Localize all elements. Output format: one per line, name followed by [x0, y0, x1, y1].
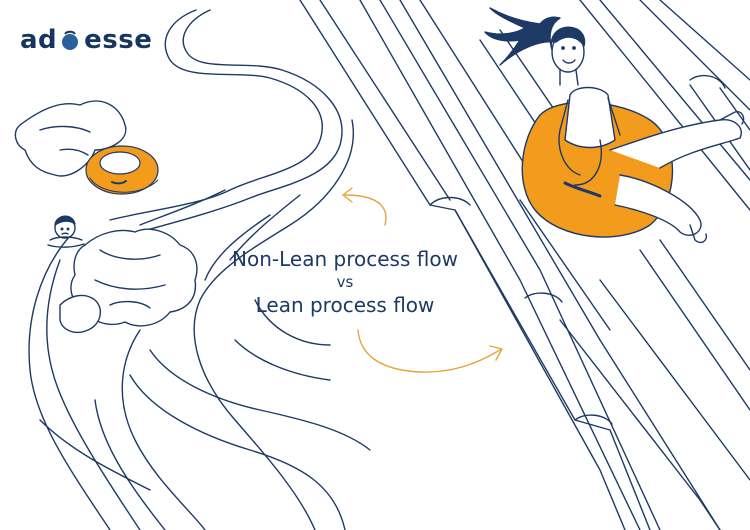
- curved-arrow-up-left-icon: [342, 187, 387, 226]
- winding-river: [28, 9, 371, 530]
- curved-arrow-right-icon: [357, 329, 503, 373]
- caption-non-lean: Non-Lean process flow: [232, 247, 458, 271]
- caption-block: Non-Lean process flow vs Lean process fl…: [200, 245, 490, 319]
- rock-top: [14, 100, 127, 177]
- small-swimmer: [47, 215, 85, 248]
- woman-on-tube: [484, 7, 745, 244]
- brand-logo: ad esse: [20, 24, 152, 56]
- logo-ball-icon: [59, 29, 81, 51]
- logo-prefix: ad: [20, 25, 58, 55]
- rock-cluster: [59, 228, 198, 334]
- logo-suffix: esse: [84, 25, 153, 55]
- caption-lean: Lean process flow: [255, 293, 435, 317]
- empty-float-ring: [85, 145, 159, 195]
- caption-vs: vs: [336, 273, 354, 291]
